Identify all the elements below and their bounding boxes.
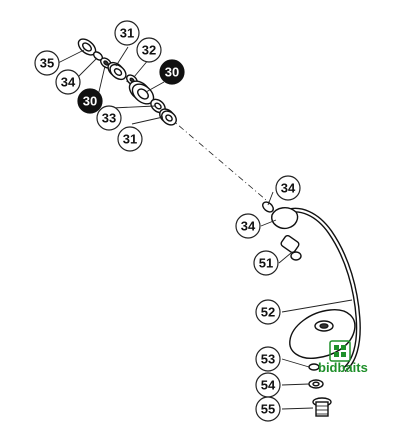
part-31-bushing-upper	[107, 61, 127, 81]
callout-53: 53	[255, 346, 281, 372]
callout-34-upper-bail: 34	[275, 175, 301, 201]
watermark-logo: bidbaits	[318, 340, 368, 375]
callout-30-text: 30	[83, 94, 97, 109]
callout-52: 52	[255, 299, 281, 325]
callout-30: 30	[77, 88, 103, 114]
callout-32: 32	[136, 37, 162, 63]
callout-33: 33	[96, 105, 122, 131]
callout-31-lower: 31	[117, 126, 143, 152]
callout-55: 55	[255, 396, 281, 422]
callout-30-dark-text: 30	[165, 65, 179, 80]
callout-35: 35	[34, 50, 60, 76]
callout-34-text: 34	[61, 75, 76, 90]
callout-51: 51	[253, 250, 279, 276]
leader-lines	[57, 46, 353, 410]
callout-31-text: 31	[120, 26, 134, 41]
callout-34: 34	[55, 69, 81, 95]
callout-33-text: 33	[102, 111, 116, 126]
part-55-screw	[312, 397, 332, 417]
part-31-bushing-lower	[159, 108, 177, 126]
callout-51-text: 51	[259, 256, 273, 271]
callout-31: 31	[114, 20, 140, 46]
callout-55-text: 55	[261, 402, 275, 417]
part-52-bail-wire	[271, 207, 361, 372]
callout-35-text: 35	[40, 56, 54, 71]
watermark-text: bidbaits	[318, 360, 368, 375]
callout-53-text: 53	[261, 352, 275, 367]
part-51-bail-pin	[280, 234, 302, 261]
part-33-sleeve	[128, 80, 155, 105]
callout-54: 54	[255, 372, 281, 398]
callout-31-lower-text: 31	[123, 132, 137, 147]
callout-34-upper-bail-text: 34	[281, 181, 296, 196]
callout-30-dark: 30	[159, 59, 185, 85]
callout-32-text: 32	[142, 43, 156, 58]
callout-54-text: 54	[261, 378, 276, 393]
part-54-spring-washer	[308, 379, 324, 389]
part-52-bail-holder	[289, 309, 356, 359]
callout-34-lower-bail-text: 34	[241, 219, 256, 234]
callout-52-text: 52	[261, 305, 275, 320]
callout-34-lower-bail: 34	[235, 213, 261, 239]
